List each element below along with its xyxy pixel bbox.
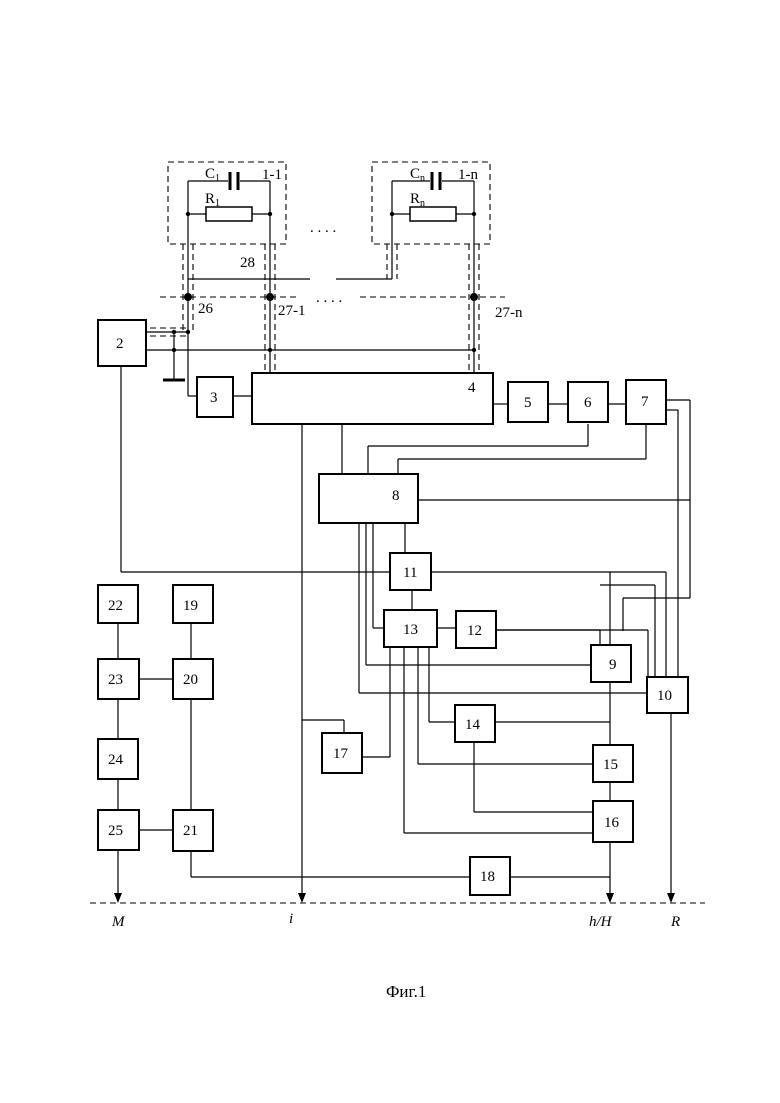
sensor-1-r-label: R1 — [205, 191, 220, 209]
block-17: 17 — [322, 733, 362, 773]
resistor-icon — [206, 207, 252, 221]
block-2: 2 — [98, 320, 146, 366]
sensor-1-n: Cn Rn 1-n — [372, 162, 490, 297]
label-28: 28 — [240, 255, 255, 271]
svg-text:5: 5 — [524, 395, 532, 411]
sensor-1-id: 1-1 — [262, 167, 282, 183]
svg-text:4: 4 — [468, 380, 476, 396]
block-18: 18 — [470, 857, 510, 895]
block-19: 19 — [173, 585, 213, 623]
svg-text:19: 19 — [183, 598, 198, 614]
svg-text:20: 20 — [183, 672, 198, 688]
output-h: h/H — [589, 914, 613, 930]
resistor-icon — [410, 207, 456, 221]
block-21: 21 — [173, 810, 213, 851]
svg-text:3: 3 — [210, 390, 218, 406]
figure-caption: Фиг.1 — [386, 982, 426, 1001]
svg-text:24: 24 — [108, 752, 124, 768]
svg-text:7: 7 — [641, 394, 649, 410]
block-14: 14 — [455, 705, 495, 742]
output-m: M — [111, 914, 126, 930]
output-r: R — [670, 914, 680, 930]
block-16: 16 — [593, 801, 633, 842]
block-24: 24 — [98, 739, 138, 779]
arrow-down-icon — [298, 893, 306, 903]
svg-text:12: 12 — [467, 623, 482, 639]
block-4: 4 — [252, 373, 493, 424]
arrow-down-icon — [606, 893, 614, 903]
ellipsis-mid: . . . . — [316, 290, 342, 306]
svg-text:8: 8 — [392, 488, 400, 504]
block-8: 8 — [319, 474, 418, 523]
svg-text:25: 25 — [108, 823, 123, 839]
arrow-down-icon — [114, 893, 122, 903]
sensor-n-c-label: Cn — [410, 166, 425, 184]
label-27-n: 27-n — [495, 305, 523, 321]
sensor-1-1: C1 R1 1-1 — [168, 162, 286, 297]
svg-text:11: 11 — [403, 565, 417, 581]
block-15: 15 — [593, 745, 633, 782]
arrow-down-icon — [667, 893, 675, 903]
sensor-n-r-label: Rn — [410, 191, 425, 209]
svg-text:21: 21 — [183, 823, 198, 839]
ellipsis-top: . . . . — [310, 220, 336, 236]
block-7: 7 — [626, 380, 666, 424]
svg-text:22: 22 — [108, 598, 123, 614]
block-5: 5 — [508, 382, 548, 422]
block-25: 25 — [98, 810, 139, 850]
label-27-1: 27-1 — [278, 303, 306, 319]
block-23: 23 — [98, 659, 139, 699]
svg-text:2: 2 — [116, 336, 124, 352]
block-20: 20 — [173, 659, 213, 699]
output-i: i — [289, 911, 293, 927]
svg-text:16: 16 — [604, 815, 620, 831]
svg-text:15: 15 — [603, 757, 618, 773]
svg-text:17: 17 — [333, 746, 349, 762]
block-6: 6 — [568, 382, 608, 422]
svg-text:13: 13 — [403, 622, 418, 638]
block-9: 9 — [591, 645, 631, 682]
sensor-n-id: 1-n — [458, 167, 478, 183]
svg-text:18: 18 — [480, 869, 495, 885]
svg-text:9: 9 — [609, 657, 617, 673]
output-arrows — [114, 893, 675, 903]
block-22: 22 — [98, 585, 138, 623]
svg-text:6: 6 — [584, 395, 592, 411]
svg-text:23: 23 — [108, 672, 123, 688]
sensor-1-c-label: C1 — [205, 166, 220, 184]
block-10: 10 — [647, 677, 688, 713]
block-12: 12 — [456, 611, 496, 648]
svg-text:14: 14 — [465, 717, 481, 733]
label-26: 26 — [198, 301, 214, 317]
svg-text:10: 10 — [657, 688, 672, 704]
block-11: 11 — [390, 553, 431, 590]
block-3: 3 — [197, 377, 233, 417]
block-13: 13 — [384, 610, 437, 647]
